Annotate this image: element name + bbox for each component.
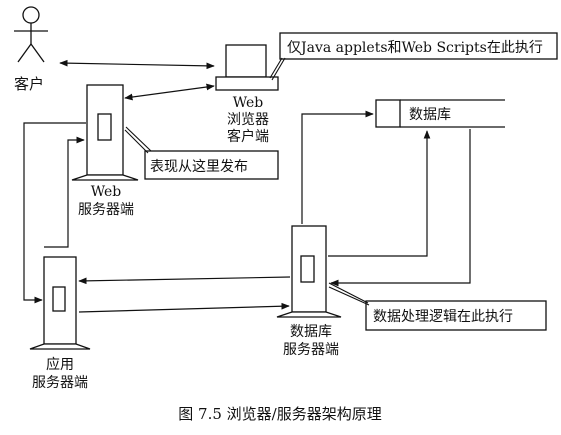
link-appserver-webserver: [44, 136, 85, 248]
web-server-tower-icon: [71, 84, 139, 181]
app-server-label-role: 服务器端: [32, 375, 88, 391]
client-user-icon: [14, 6, 48, 63]
db-server-label-role: 服务器端: [283, 342, 339, 358]
link-client-browser: [59, 59, 215, 70]
link-dbserver-database-right: [328, 130, 431, 257]
app-server-tower-icon: [29, 256, 91, 350]
browser-callout-text: 仅Java applets和Web Scripts在此执行: [287, 40, 543, 56]
browser-label-role: 客户端: [227, 128, 269, 145]
browser-callout: 仅Java applets和Web Scripts在此执行: [269, 32, 558, 81]
link-database-dbserver: [330, 129, 471, 287]
figure-caption: 图 7.5 浏览器/服务器架构原理: [178, 405, 381, 423]
link-dbserver-database: [301, 110, 374, 224]
link-appserver-dbserver: [78, 302, 290, 313]
browser-monitor-icon: [215, 44, 279, 91]
link-webserver-browser: [124, 83, 215, 101]
connections: [23, 59, 471, 313]
database-icon: [375, 99, 505, 128]
web-server-label-web: Web: [91, 184, 122, 200]
web-server-callout-text: 表现从这里发布: [150, 158, 248, 175]
db-server-callout: 数据处理逻辑在此执行: [328, 282, 547, 331]
web-server-callout: 表现从这里发布: [124, 126, 279, 180]
db-server-callout-text: 数据处理逻辑在此执行: [373, 309, 513, 325]
client-label: 客户: [14, 75, 44, 93]
link-dbserver-appserver: [78, 276, 291, 285]
app-server-label-name: 应用: [46, 356, 74, 373]
db-server-label-name: 数据库: [290, 324, 332, 340]
browser-label-name: 浏览器: [227, 112, 269, 128]
web-server-label-role: 服务器端: [78, 202, 134, 218]
browser-label-web: Web: [233, 95, 264, 111]
database-label: 数据库: [409, 107, 451, 123]
db-server-tower-icon: [276, 225, 342, 318]
link-webserver-appserver: [23, 122, 86, 304]
